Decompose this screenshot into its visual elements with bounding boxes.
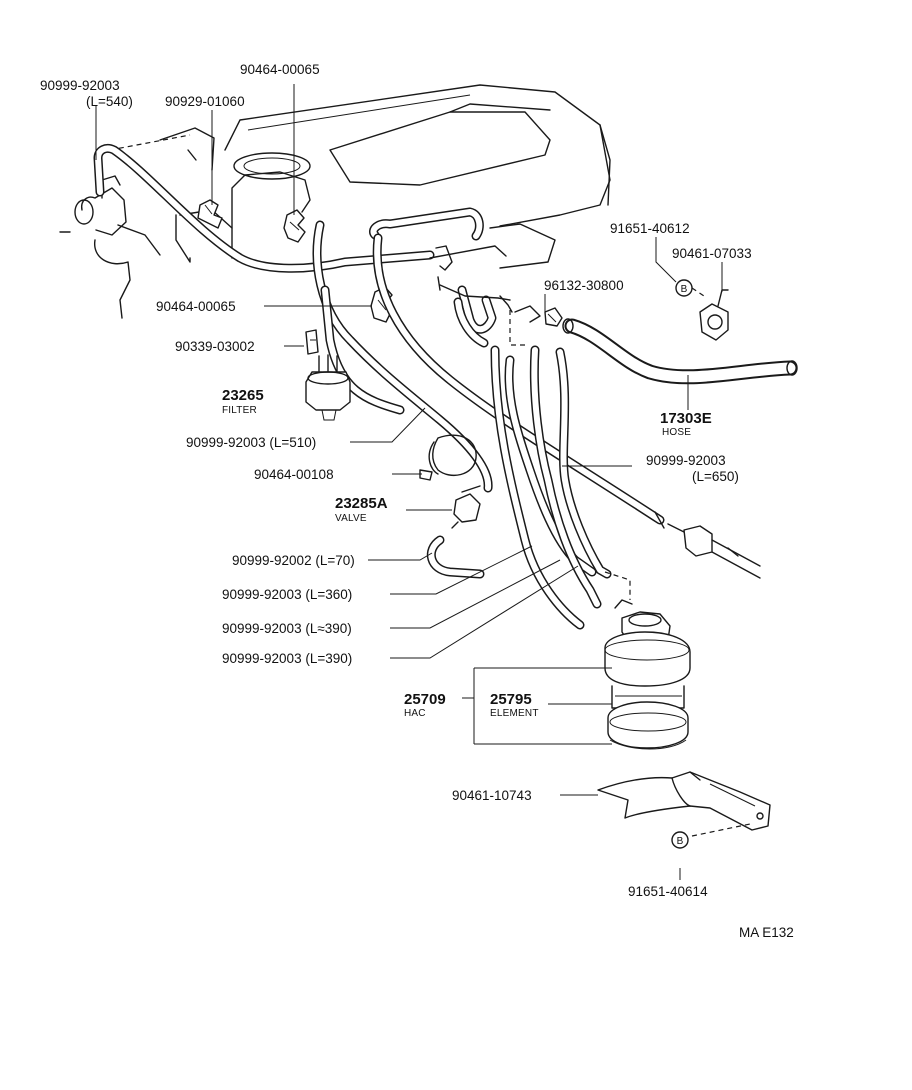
label-filter-cap: FILTER bbox=[222, 405, 257, 416]
clip-01060-shape bbox=[197, 199, 223, 229]
label-hose-360: 90999-92003 (L=360) bbox=[222, 587, 352, 602]
leader-lines bbox=[95, 84, 751, 880]
clip-30800-shape bbox=[544, 307, 563, 327]
label-clamp-mid: 90464-00065 bbox=[156, 299, 236, 314]
label-hose-540-pn: 90999-92003 bbox=[40, 78, 120, 93]
label-hac-pn: 25709 bbox=[404, 691, 446, 708]
clamp-00108-shape bbox=[419, 434, 477, 481]
label-hose-650-len: (L=650) bbox=[692, 469, 739, 484]
label-hose-510: 90999-92003 (L=510) bbox=[186, 435, 316, 450]
valve-23285a-shape bbox=[451, 485, 481, 529]
label-bolt-bottom: 91651-40614 bbox=[628, 884, 708, 899]
label-clamp-07033: 90461-07033 bbox=[672, 246, 752, 261]
carburetor-sketch bbox=[59, 127, 215, 319]
bolt-marker-bottom: B bbox=[671, 831, 689, 849]
label-connector: 90339-03002 bbox=[175, 339, 255, 354]
hose-17303e-shape bbox=[562, 318, 798, 385]
label-clamp-00108: 90464-00108 bbox=[254, 467, 334, 482]
sensor-shape bbox=[667, 523, 761, 579]
label-bolt-top: 91651-40612 bbox=[610, 221, 690, 236]
label-hose-70: 90999-92002 (L=70) bbox=[232, 553, 355, 568]
bolt-marker-bottom-letter: B bbox=[677, 836, 684, 847]
label-hose-390a: 90999-92003 (L≈390) bbox=[222, 621, 352, 636]
label-hose-650-pn: 90999-92003 bbox=[646, 453, 726, 468]
clamp-top-shape bbox=[283, 209, 306, 243]
label-clamp-top: 90464-00065 bbox=[240, 62, 320, 77]
label-hac-cap: HAC bbox=[404, 708, 426, 719]
label-filter-pn: 23265 bbox=[222, 387, 264, 404]
connector-03002-shape bbox=[305, 329, 319, 355]
filter-23265-shape bbox=[305, 354, 351, 421]
label-clip-01060: 90929-01060 bbox=[165, 94, 245, 109]
label-hose-390b: 90999-92003 (L=390) bbox=[222, 651, 352, 666]
hose-540-shape bbox=[93, 143, 435, 273]
label-hose-17303e-cap: HOSE bbox=[662, 427, 691, 438]
label-valve-cap: VALVE bbox=[335, 513, 367, 524]
label-valve-pn: 23285A bbox=[335, 495, 388, 512]
bracket-10743-shape bbox=[597, 771, 771, 831]
bolt-marker-top-letter: B bbox=[681, 284, 688, 295]
bolt-marker-top: B bbox=[675, 279, 693, 297]
engine-block bbox=[109, 84, 611, 269]
vertical-hose-bundle bbox=[312, 207, 665, 630]
hac-element-shape bbox=[604, 599, 691, 750]
label-hose-17303e-pn: 17303E bbox=[660, 410, 712, 427]
label-hose-540-len: (L=540) bbox=[86, 94, 133, 109]
label-element-cap: ELEMENT bbox=[490, 708, 539, 719]
clamp-07033-shape bbox=[699, 289, 729, 341]
label-bracket-10743: 90461-10743 bbox=[452, 788, 532, 803]
hose-70-shape bbox=[426, 535, 485, 579]
label-element-pn: 25795 bbox=[490, 691, 532, 708]
figure-code: MA E132 bbox=[739, 925, 794, 940]
label-clip-30800: 96132-30800 bbox=[544, 278, 624, 293]
